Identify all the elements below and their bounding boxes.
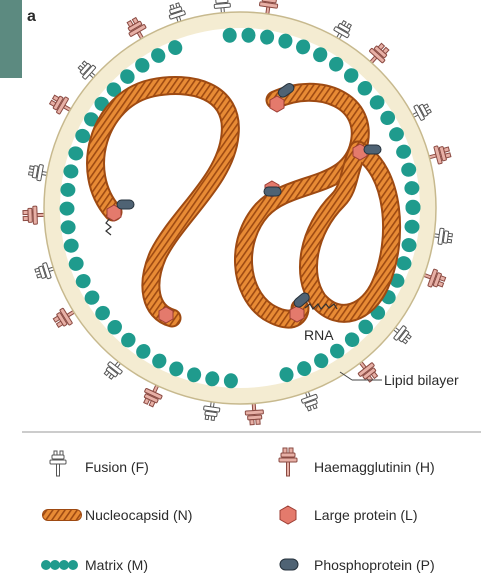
matrix-protein [59, 202, 74, 216]
large-protein-icon [280, 506, 296, 524]
nucleocapsid-icon [42, 509, 82, 521]
haemagglutinin-icon [279, 448, 297, 476]
legend-item: Large protein (L) [280, 506, 418, 524]
matrix-protein [405, 200, 420, 214]
phosphoprotein-icon [280, 559, 298, 570]
legend-item: Matrix (M) [41, 557, 148, 573]
legend-label: Phosphoprotein (P) [314, 557, 435, 573]
legend-label: Haemagglutinin (H) [314, 459, 435, 475]
polymerase-complex [159, 307, 173, 323]
legend-label: Fusion (F) [85, 459, 149, 475]
phosphoprotein [264, 187, 281, 196]
legend: Fusion (F) Haemagglutinin (H) Nucleocaps… [22, 432, 481, 573]
legend-item: Haemagglutinin (H) [279, 448, 435, 476]
legend-item: Phosphoprotein (P) [280, 557, 435, 573]
phosphoprotein [364, 145, 381, 154]
large-protein [290, 306, 304, 322]
large-protein [270, 96, 284, 112]
legend-item: Fusion (F) [50, 451, 149, 476]
side-tab [0, 0, 22, 78]
fusion-protein-icon [50, 451, 66, 476]
rna-label: RNA [304, 327, 334, 343]
panel-label: a [27, 8, 36, 25]
matrix-icon [41, 560, 78, 570]
legend-label: Nucleocapsid (N) [85, 507, 192, 523]
legend-label: Large protein (L) [314, 507, 418, 523]
legend-item: Nucleocapsid (N) [42, 507, 192, 523]
phosphoprotein [117, 200, 134, 209]
large-protein [159, 307, 173, 323]
lipid-bilayer-label: Lipid bilayer [384, 372, 459, 388]
legend-label: Matrix (M) [85, 557, 148, 573]
